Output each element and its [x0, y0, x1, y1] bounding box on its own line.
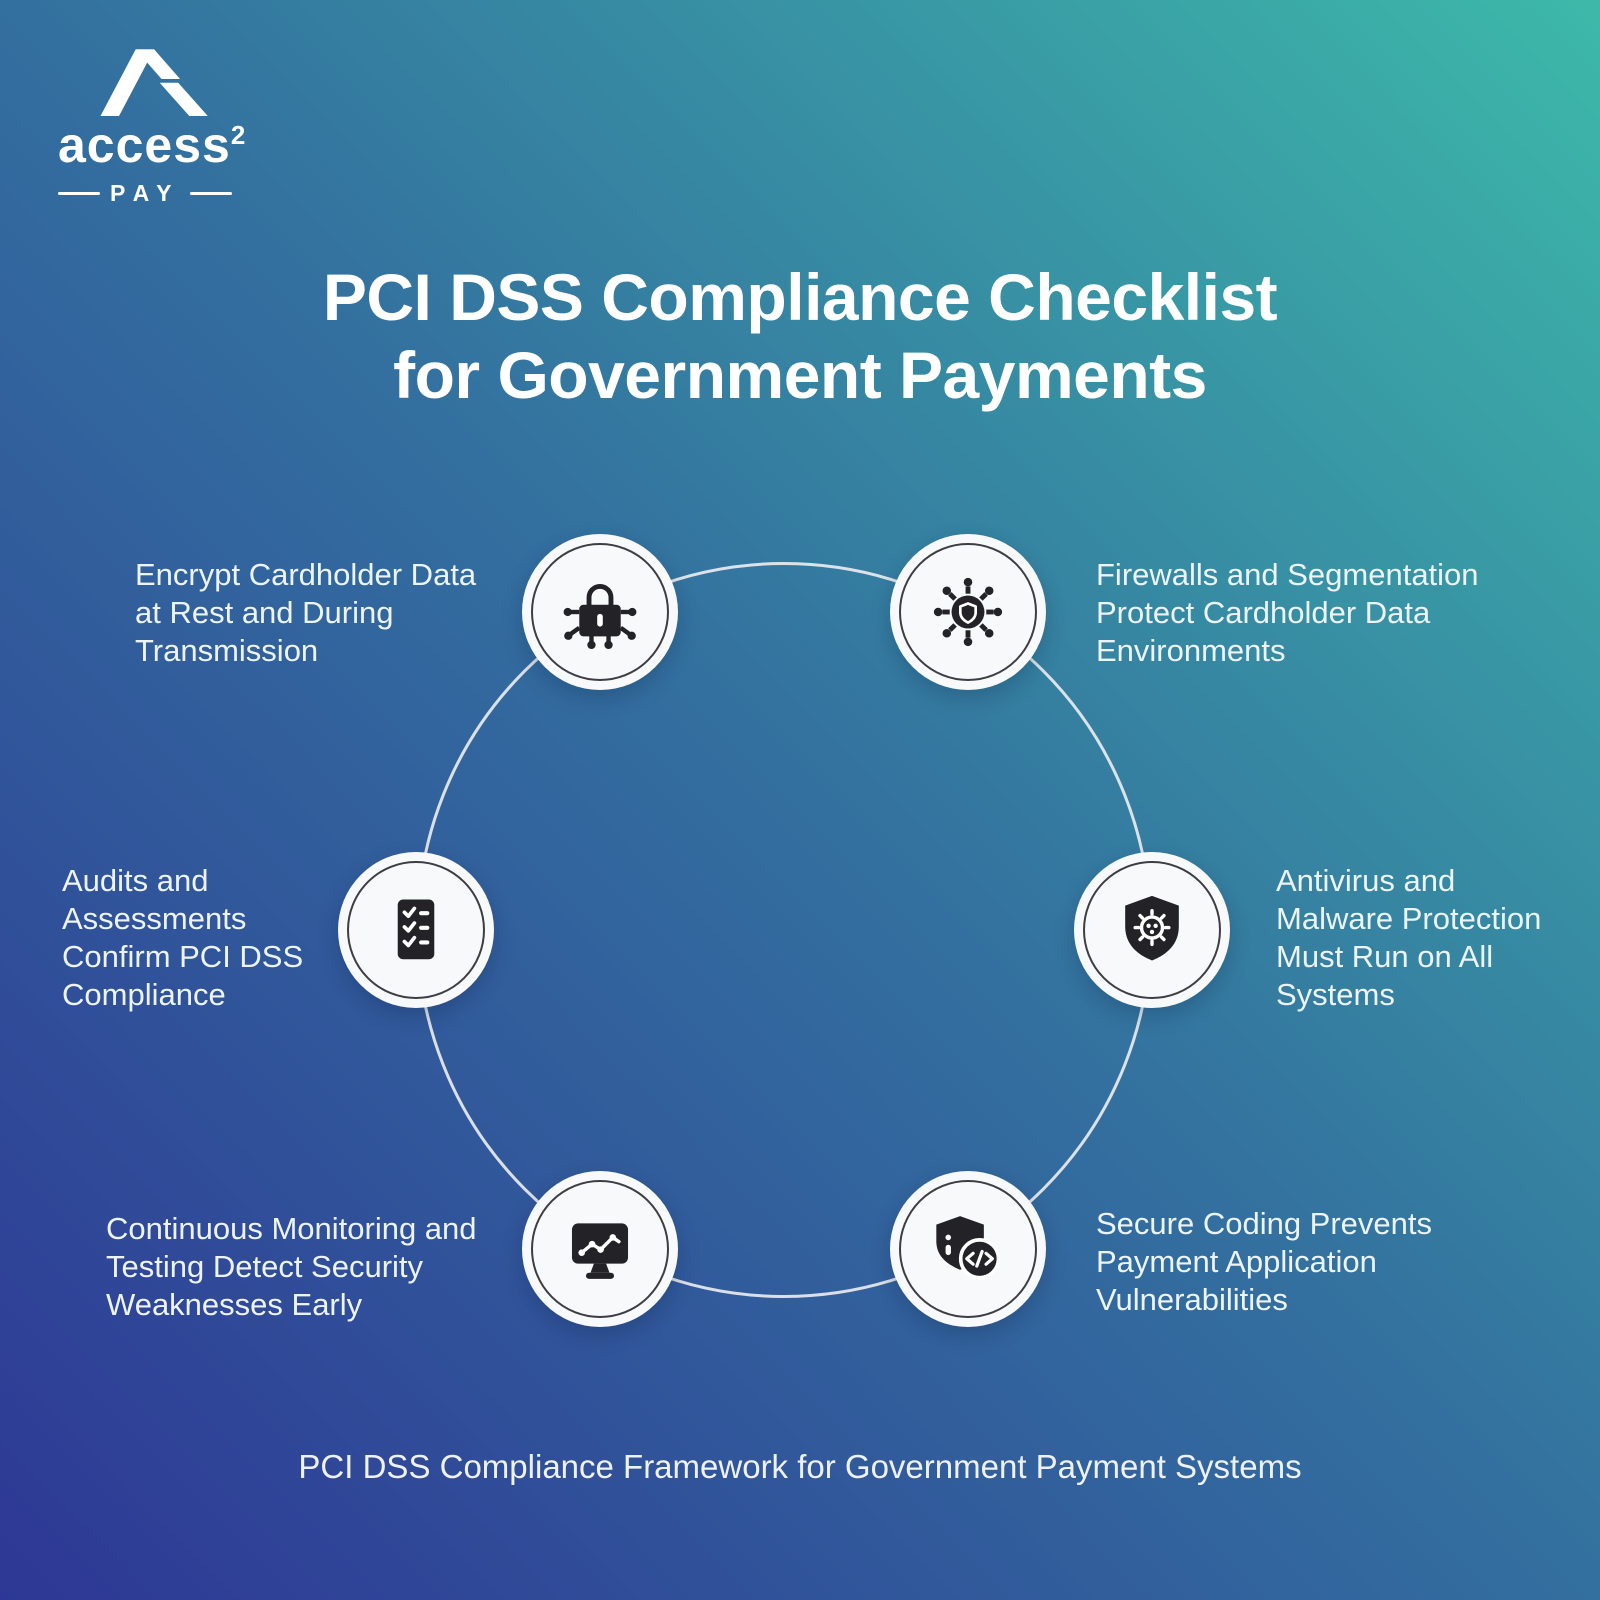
- label-line: Compliance: [62, 977, 226, 1012]
- label-line: Encrypt Cardholder Data: [135, 557, 477, 592]
- label-line: Testing Detect Security: [106, 1249, 424, 1284]
- code-shield-icon: [936, 1216, 1001, 1280]
- label-secure-coding: Secure Coding Prevents Payment Applicati…: [1096, 1205, 1432, 1319]
- brand-subtitle: PAY: [58, 180, 268, 207]
- brand-sub-text: PAY: [110, 180, 181, 206]
- page-title: PCI DSS Compliance Checklist for Governm…: [0, 258, 1600, 414]
- node-firewalls-segmentation: [890, 534, 1046, 690]
- label-firewalls-segmentation: Firewalls and Segmentation Protect Cardh…: [1096, 556, 1479, 670]
- label-encrypt-cardholder-data: Encrypt Cardholder Data at Rest and Duri…: [135, 556, 476, 670]
- node-antivirus-malware: [1074, 852, 1230, 1008]
- label-line: Transmission: [135, 633, 319, 668]
- lock-circuit-icon: [563, 584, 637, 650]
- page-title-line-1: PCI DSS Compliance Checklist: [322, 260, 1278, 334]
- label-line: Audits and: [62, 863, 209, 898]
- network-shield-icon: [933, 577, 1003, 647]
- node-audits-assessments: [338, 852, 494, 1008]
- brand-name: access2: [58, 120, 268, 170]
- label-line: at Rest and During: [135, 595, 394, 630]
- brand-divider-left: [58, 192, 100, 195]
- brand-logo-mark-icon: [100, 49, 208, 116]
- brand-name-text: access: [58, 117, 231, 173]
- label-line: Payment Application: [1096, 1244, 1377, 1279]
- label-line: Vulnerabilities: [1096, 1282, 1288, 1317]
- monitor-chart-icon: [571, 1223, 629, 1279]
- label-line: Secure Coding Prevents: [1096, 1206, 1433, 1241]
- label-audits-assessments: Audits and Assessments Confirm PCI DSS C…: [62, 862, 303, 1014]
- checklist-icon: [397, 899, 435, 960]
- brand-superscript: 2: [230, 120, 247, 150]
- label-line: Environments: [1096, 633, 1286, 668]
- label-line: Weaknesses Early: [106, 1287, 363, 1322]
- label-antivirus-malware: Antivirus and Malware Protection Must Ru…: [1276, 862, 1541, 1014]
- brand-divider-right: [190, 192, 233, 195]
- node-continuous-monitoring: [522, 1171, 678, 1327]
- label-line: Continuous Monitoring and: [106, 1211, 477, 1246]
- label-line: Malware Protection: [1276, 901, 1542, 936]
- page-title-line-2: for Government Payments: [393, 338, 1207, 412]
- label-line: Firewalls and Segmentation: [1096, 557, 1479, 592]
- label-line: Antivirus and: [1276, 863, 1456, 898]
- label-line: Assessments: [62, 901, 247, 936]
- label-line: Protect Cardholder Data: [1096, 595, 1431, 630]
- connector-ring: [416, 562, 1152, 1298]
- brand-logo: access2 PAY: [58, 42, 268, 207]
- node-secure-coding: [890, 1171, 1046, 1327]
- label-line: Must Run on All: [1276, 939, 1494, 974]
- label-line: Confirm PCI DSS: [62, 939, 304, 974]
- node-encrypt-cardholder-data: [522, 534, 678, 690]
- label-line: Systems: [1276, 977, 1395, 1012]
- label-continuous-monitoring: Continuous Monitoring and Testing Detect…: [106, 1210, 477, 1324]
- footer-caption: PCI DSS Compliance Framework for Governm…: [298, 1448, 1302, 1485]
- antivirus-shield-icon: [1125, 895, 1179, 961]
